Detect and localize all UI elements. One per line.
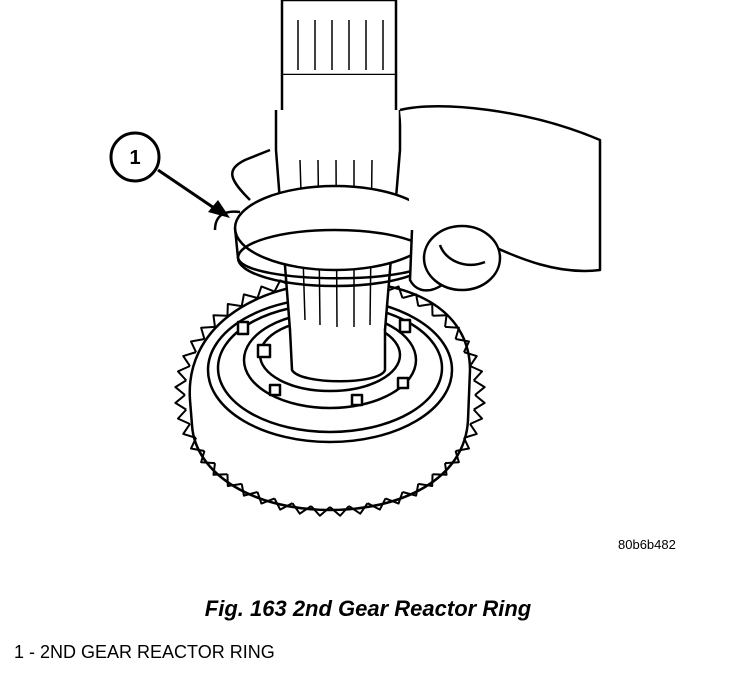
gear-tooth	[402, 293, 420, 307]
gear-tooth	[367, 498, 387, 511]
gear-tooth	[473, 394, 486, 411]
gear-tooth	[240, 483, 258, 497]
legend-separator: -	[24, 642, 41, 662]
legend-number: 1	[14, 642, 25, 662]
gear-tooth	[240, 293, 258, 307]
gear-tooth	[432, 314, 448, 327]
figure-caption: Fig. 163 2nd Gear Reactor Ring	[204, 596, 532, 621]
gear-tooth	[463, 423, 478, 439]
gear-tooth	[256, 285, 275, 299]
legend-item: 1 - 2ND GEAR REACTOR RING	[14, 642, 275, 663]
gear-tooth	[402, 483, 420, 497]
gear-tooth	[418, 303, 434, 316]
gear-tooth	[329, 505, 350, 517]
gear-tooth	[176, 365, 191, 382]
gear-tooth	[432, 463, 448, 476]
gear-tooth	[444, 325, 460, 340]
gear-tooth	[174, 379, 187, 396]
legend-text: 2ND GEAR REACTOR RING	[40, 642, 275, 662]
gear-tooth	[385, 491, 404, 505]
gear-tooth	[182, 351, 197, 367]
gear-tooth	[256, 491, 275, 505]
gear-tooth	[189, 338, 205, 353]
callout-1: 1	[109, 131, 230, 218]
gear-tooth	[418, 474, 434, 487]
gear-tooth	[212, 314, 228, 327]
gear-tooth	[226, 303, 242, 316]
gear-tooth	[176, 408, 191, 425]
gear-tooth	[455, 437, 471, 452]
reactor-ring	[233, 184, 437, 288]
gear-tooth	[226, 474, 242, 487]
image-code: 80b6b482	[618, 537, 676, 552]
gear-tooth	[174, 394, 187, 411]
gear-tooth	[469, 365, 484, 382]
gear-tooth	[273, 498, 293, 511]
gear-tooth	[310, 505, 331, 517]
gear-tooth	[385, 285, 404, 299]
callout-number: 1	[129, 147, 140, 169]
gear-tooth	[189, 437, 205, 452]
hand	[213, 105, 602, 292]
gear-tooth	[348, 502, 369, 515]
gear-tooth	[291, 502, 312, 515]
gear-assembly-illustration: 1	[109, 0, 602, 517]
gear-tooth	[212, 463, 228, 476]
gear-tooth	[182, 423, 197, 439]
gear-tooth	[200, 450, 216, 465]
gear-tooth	[455, 338, 471, 353]
gear-tooth	[200, 325, 216, 340]
gear-tooth	[469, 408, 484, 425]
gear-tooth	[463, 351, 478, 367]
gear-tooth	[473, 379, 486, 396]
gear-tooth	[444, 450, 460, 465]
